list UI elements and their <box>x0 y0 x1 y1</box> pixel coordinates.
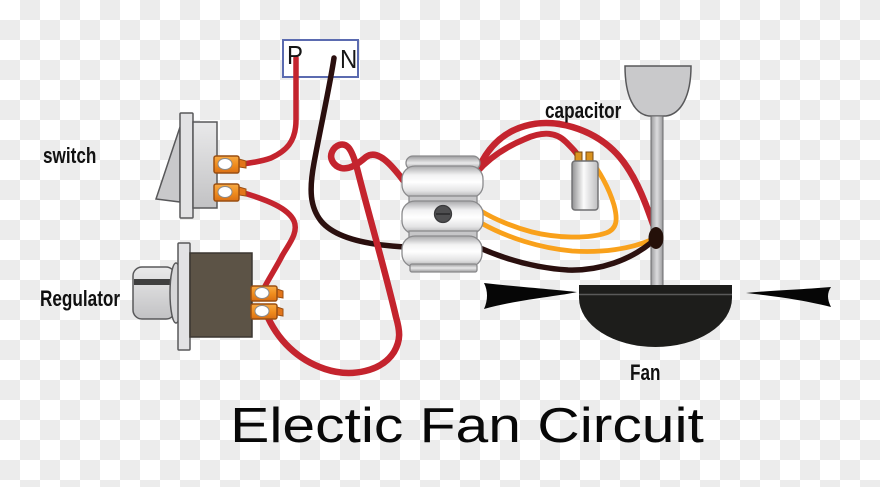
neutral-wire-n-to-winding <box>308 55 409 250</box>
fan-label: Fan <box>630 360 661 385</box>
regulator-label: Regulator <box>40 286 121 311</box>
fan-wire-entry-blob <box>648 227 664 249</box>
switch-terminal-bottom <box>213 183 247 202</box>
switch-component <box>154 112 247 219</box>
regulator-mount-plate <box>177 242 191 351</box>
regulator-terminal-bottom <box>250 303 284 320</box>
diagram-title: Electic Fan Circuit <box>230 399 704 453</box>
red-wire-winding-to-capacitor <box>474 130 582 175</box>
switch-terminal-top <box>213 155 247 174</box>
regulator-knob-stripe <box>134 279 174 285</box>
red-wire-regulator-to-winding <box>262 141 407 377</box>
fan-blade-left <box>484 283 577 309</box>
orange-wire-winding-to-fan <box>478 220 654 254</box>
motor-winding-component <box>401 155 484 273</box>
switch-label: switch <box>43 143 97 168</box>
regulator-terminal-top <box>250 285 284 302</box>
fan-ceiling-mount-dome <box>624 65 692 117</box>
regulator-knob <box>132 266 176 320</box>
orange-wire-capacitor-to-winding <box>478 157 619 240</box>
regulator-body <box>189 252 253 338</box>
red-wire-p-to-switch <box>239 55 299 167</box>
fan-motor-dome <box>579 298 732 347</box>
fan-blade-right <box>746 287 831 307</box>
regulator-component <box>132 242 284 351</box>
switch-body <box>192 121 218 209</box>
capacitor-label: capacitor <box>545 98 622 123</box>
fan-down-rod <box>650 115 664 288</box>
fan-component <box>484 65 831 347</box>
switch-toggle-lever <box>154 126 181 203</box>
neutral-wire-winding-to-fan <box>477 239 655 273</box>
positive-terminal-label: P <box>287 40 303 70</box>
red-wire-switch-to-regulator <box>241 190 298 293</box>
switch-mount-plate <box>179 112 194 219</box>
fan-motor-band <box>579 285 732 298</box>
capacitor-component <box>571 151 599 211</box>
negative-terminal-label: N <box>340 44 358 74</box>
capacitor-body <box>571 160 599 211</box>
